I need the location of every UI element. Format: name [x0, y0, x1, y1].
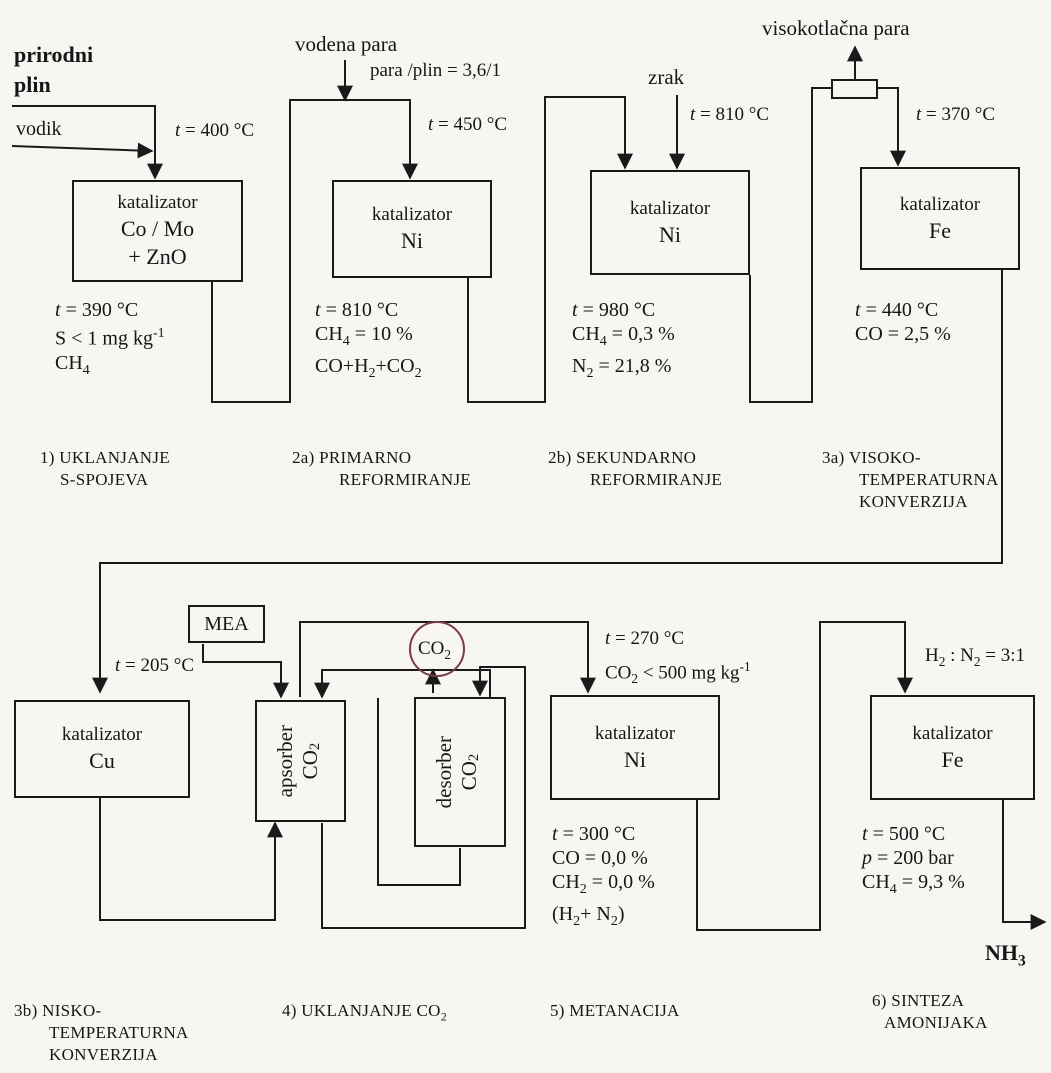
- natural-gas-arrow: [12, 105, 163, 180]
- hydrogen-arrow: [11, 142, 154, 159]
- catalyst-box-fe-ht: katalizator Fe: [860, 167, 1020, 270]
- flow-5-6: [696, 621, 913, 931]
- temp-in-8: t = 270 °C: [605, 628, 685, 649]
- air-label: zrak: [648, 65, 685, 89]
- co2-limit: CO2 < 500 mg kg-1: [605, 659, 751, 687]
- regen-loop: [377, 698, 461, 886]
- nh3-product-label: NH3: [985, 940, 1026, 970]
- step-label-5: 5) METANACIJA: [550, 1001, 680, 1020]
- conditions-step-1: t = 390 °C S < 1 mg kg-1 CH4: [55, 299, 165, 378]
- catalyst-box-ni-methanation: katalizator Ni: [550, 695, 720, 800]
- temp-in-1: t = 400 °C: [175, 120, 255, 141]
- catalyst-box-ni-secondary: katalizator Ni: [590, 170, 750, 275]
- heat-exchanger: [831, 79, 878, 99]
- h2-n2-ratio: H2 : N2 = 3:1: [925, 645, 1026, 669]
- step-label-3b: 3b) NISKO- TEMPERATURNA KONVERZIJA: [14, 1001, 189, 1064]
- catalyst-box-cu: katalizator Cu: [14, 700, 190, 798]
- natural-gas-label: prirodni: [14, 42, 94, 67]
- step-label-6: 6) SINTEZA AMONIJAKA: [872, 991, 988, 1032]
- step-label-4: 4) UKLANJANJE CO2: [282, 1001, 447, 1024]
- conditions-step-2a: t = 810 °C CH4 = 10 % CO+H2+CO2: [315, 299, 422, 381]
- conditions-step-6: t = 500 °C p = 200 bar CH4 = 9,3 %: [862, 823, 965, 897]
- hydrogen-label: vodik: [16, 118, 62, 140]
- co2-absorber: apsorber CO2: [255, 700, 346, 822]
- step-label-1: 1) UKLANJANJE S-SPOJEVA: [40, 448, 170, 489]
- flow-3-4: [749, 87, 832, 403]
- temp-in-4: t = 370 °C: [916, 104, 996, 125]
- flow-2-3: [467, 96, 633, 403]
- co2-circle: [409, 621, 465, 677]
- conditions-step-3a: t = 440 °C CO = 2,5 %: [855, 299, 951, 345]
- lean-solvent-return: [314, 669, 491, 702]
- step-label-2b: 2b) SEKUNDARNO REFORMIRANJE: [548, 448, 723, 489]
- temp-in-5: t = 205 °C: [115, 655, 195, 676]
- conditions-step-5: t = 300 °C CO = 0,0 % CH2 = 0,0 % (H2+ N…: [552, 823, 655, 929]
- temp-in-2: t = 450 °C: [428, 114, 508, 135]
- co2-desorber: desorber CO2: [414, 697, 506, 847]
- natural-gas-label-2: plin: [14, 72, 51, 97]
- flow-4-5: [92, 270, 1003, 694]
- co2-out-label: CO2: [418, 638, 452, 662]
- flow-1-2: [211, 99, 418, 403]
- steam-label: vodena para: [295, 32, 398, 56]
- step-label-2a: 2a) PRIMARNO REFORMIRANJE: [292, 448, 472, 489]
- catalyst-box-fe-synthesis: katalizator Fe: [870, 695, 1035, 800]
- mea-box: MEA: [188, 605, 265, 643]
- step-label-3a: 3a) VISOKO- TEMPERATURNA KONVERZIJA: [822, 448, 999, 511]
- catalyst-box-ni-primary: katalizator Ni: [332, 180, 492, 278]
- temp-in-3: t = 810 °C: [690, 104, 770, 125]
- nh3-arrow: [1002, 800, 1047, 930]
- flow-5-absorber: [99, 798, 283, 921]
- steam-gas-ratio: para /plin = 3,6/1: [370, 60, 502, 81]
- hp-steam-label: visokotlačna para: [762, 16, 910, 40]
- mea-arrow: [202, 644, 289, 699]
- conditions-step-2b: t = 980 °C CH4 = 0,3 % N2 = 21,8 %: [572, 299, 675, 381]
- rich-solvent-line: [321, 666, 526, 929]
- catalyst-box-comoz: katalizator Co / Mo + ZnO: [72, 180, 243, 282]
